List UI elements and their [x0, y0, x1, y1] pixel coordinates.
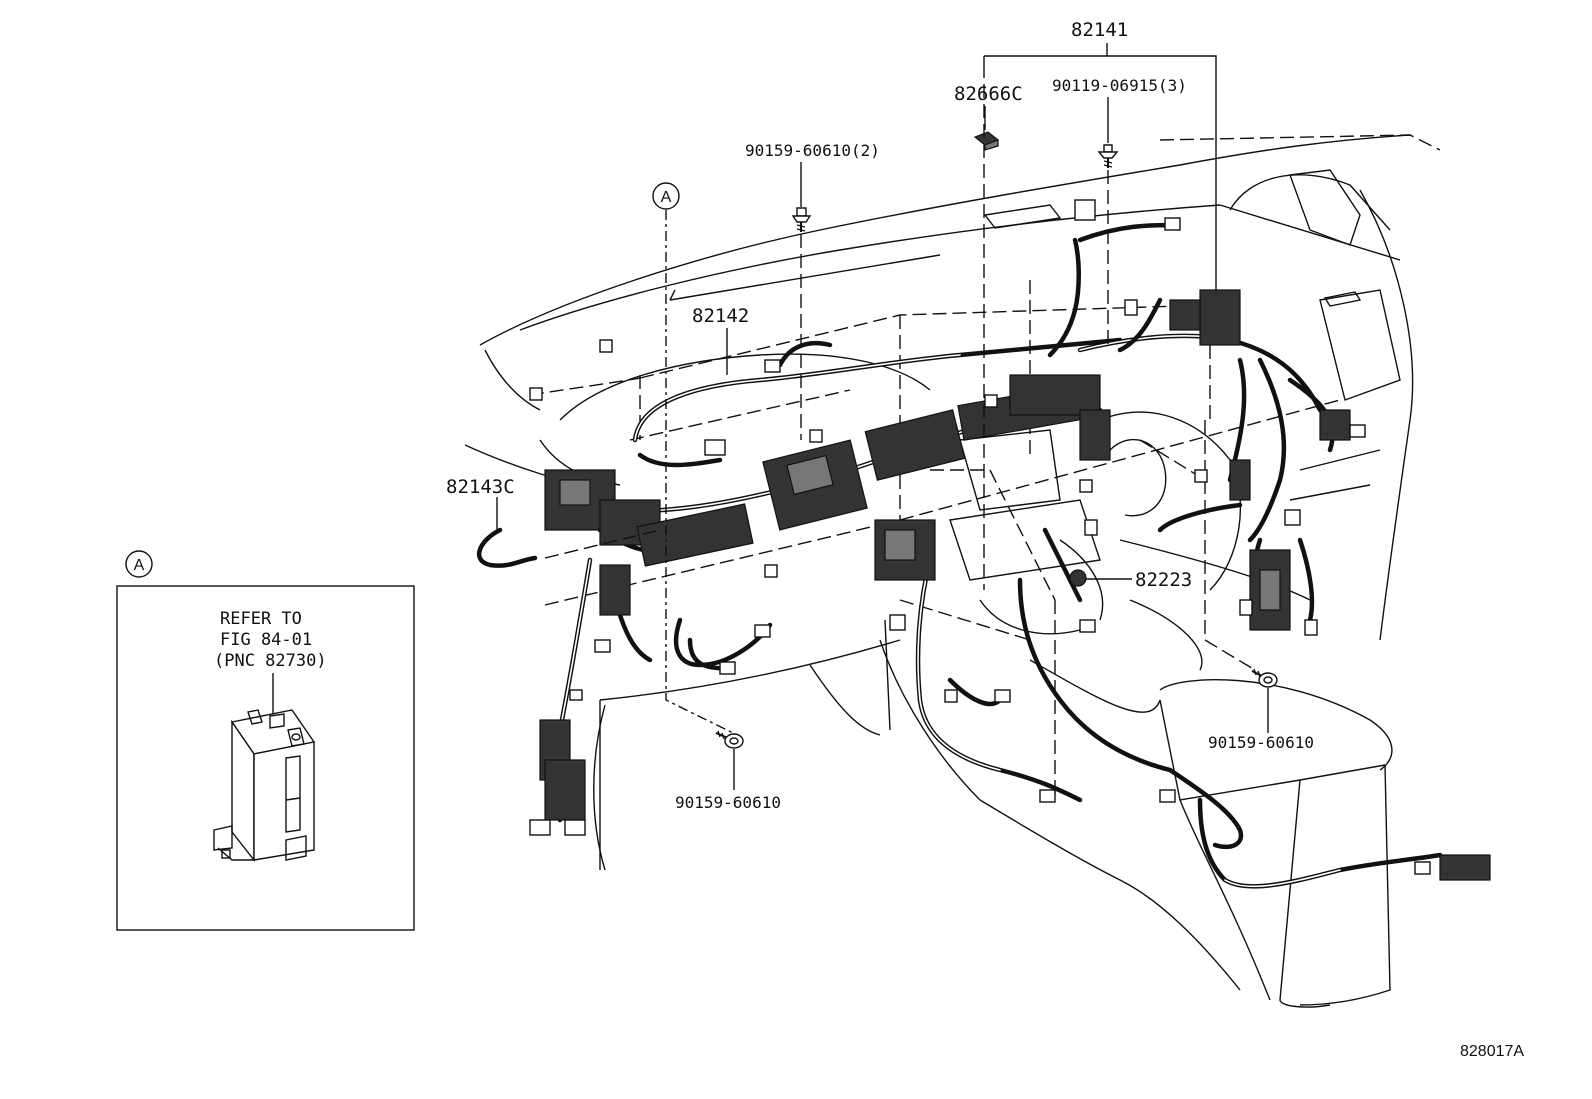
- callout-82141: 82141: [1071, 19, 1128, 41]
- reference-a-box-letter: A: [134, 557, 145, 574]
- callout-90119-06915: 90119-06915(3): [1052, 76, 1187, 95]
- callout-82143c: 82143C: [446, 476, 515, 498]
- screw-90159-60610-lower: [715, 730, 744, 749]
- leader-lines: [496, 43, 1269, 790]
- callout-82142: 82142: [692, 305, 749, 327]
- reference-marker-a-top: A: [652, 182, 680, 210]
- callout-82223: 82223: [1135, 569, 1192, 591]
- inset-refer-line1: REFER TO: [220, 609, 302, 629]
- ecu-module-illustration: [213, 709, 316, 863]
- callout-90159-60610-right: 90159-60610: [1208, 733, 1314, 752]
- callout-90159-60610-2: 90159-60610(2): [745, 141, 880, 160]
- clip-82666c: [973, 131, 1000, 151]
- callout-82666c: 82666C: [954, 83, 1023, 105]
- figure-id: 828017A: [1460, 1043, 1524, 1060]
- callout-90159-60610-lower: 90159-60610: [675, 793, 781, 812]
- screw-90119-06915: [1097, 144, 1119, 168]
- inset-refer-line2: FIG 84-01: [220, 630, 312, 650]
- inset-refer-line3: (PNC 82730): [214, 651, 327, 671]
- part-callouts: 82141 82666C 90119-06915(3) 90159-60610(…: [446, 19, 1314, 812]
- screw-90159-60610-right: [1251, 668, 1278, 688]
- inset-box: A REFER TO FIG 84-01 (PNC 82730): [116, 550, 415, 931]
- reference-a-top-letter: A: [661, 189, 672, 206]
- main-harness: [477, 222, 1443, 889]
- screw-90159-60610-2: [791, 207, 812, 232]
- harness-connectors: [529, 199, 1491, 881]
